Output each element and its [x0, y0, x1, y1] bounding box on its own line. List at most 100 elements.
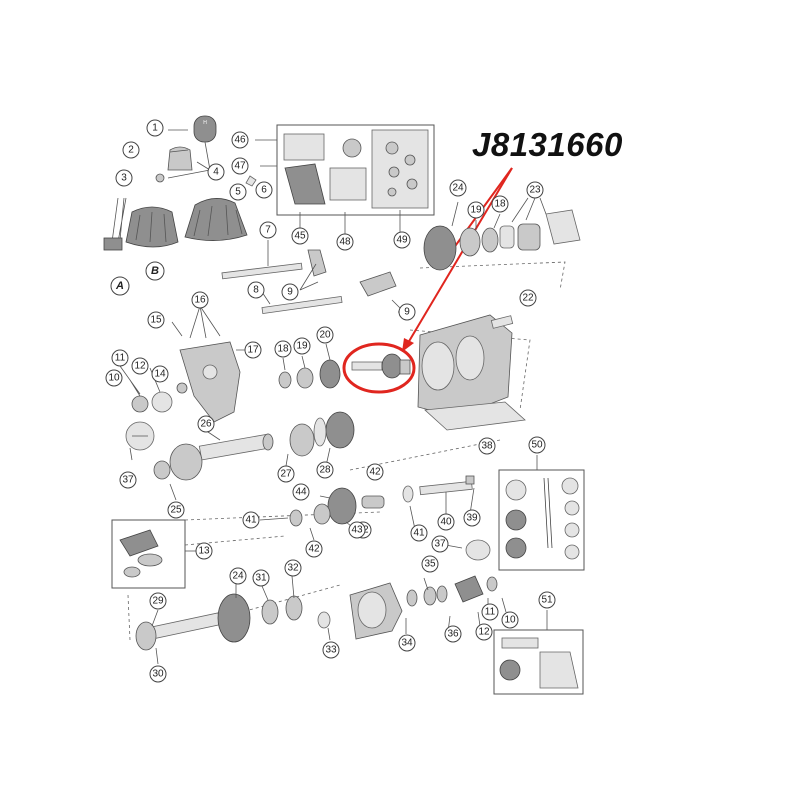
- bottom-shaft-group: [135, 575, 331, 665]
- callout-2: 2: [122, 141, 140, 159]
- svg-text:38: 38: [481, 441, 493, 452]
- shift-knob-group: H: [155, 115, 257, 187]
- callout-39: 39: [463, 509, 481, 527]
- svg-text:11: 11: [485, 607, 496, 618]
- svg-text:19: 19: [470, 205, 482, 216]
- svg-text:35: 35: [424, 559, 436, 570]
- callout-43: 43: [348, 521, 366, 539]
- part-number-label: J8131660: [472, 126, 623, 163]
- svg-text:48: 48: [339, 237, 351, 248]
- svg-text:46: 46: [234, 135, 246, 146]
- transfer-case-housing: [417, 314, 526, 431]
- callout-18a: 18: [274, 340, 292, 358]
- callout-42a: 42: [305, 540, 323, 558]
- callout-15: 15: [147, 311, 165, 329]
- svg-text:2: 2: [128, 145, 134, 156]
- svg-text:8: 8: [253, 285, 259, 296]
- callout-41b: 41: [410, 524, 428, 542]
- callout-48: 48: [336, 233, 354, 251]
- callout-5: 5: [229, 183, 247, 201]
- callout-45: 45: [291, 227, 309, 245]
- gasket-kit-box: [255, 124, 435, 238]
- kit-box-13: [111, 519, 196, 589]
- svg-text:30: 30: [152, 669, 164, 680]
- svg-text:3: 3: [121, 173, 127, 184]
- callout-37a: 37: [119, 471, 137, 489]
- flange-left: [119, 365, 188, 461]
- svg-text:41: 41: [245, 515, 257, 526]
- highlight-circle: [342, 342, 416, 394]
- callout-24b: 24: [229, 567, 247, 585]
- callout-35: 35: [421, 555, 439, 573]
- callout-13: 13: [195, 542, 213, 560]
- svg-text:40: 40: [440, 517, 452, 528]
- svg-text:33: 33: [325, 645, 337, 656]
- callout-letter-a: A: [110, 276, 130, 296]
- svg-text:B: B: [151, 265, 159, 277]
- callout-10b: 10: [501, 611, 519, 629]
- svg-text:37: 37: [434, 539, 446, 550]
- callout-46: 46: [231, 131, 249, 149]
- svg-text:42: 42: [369, 467, 381, 478]
- svg-text:41: 41: [413, 528, 425, 539]
- svg-text:A: A: [115, 280, 124, 292]
- svg-text:10: 10: [504, 615, 516, 626]
- callout-17: 17: [244, 341, 262, 359]
- callout-19b: 19: [467, 201, 485, 219]
- callout-28: 28: [316, 461, 334, 479]
- svg-text:43: 43: [351, 525, 363, 536]
- svg-text:18: 18: [494, 199, 506, 210]
- svg-text:51: 51: [541, 595, 553, 606]
- callout-38: 38: [478, 437, 496, 455]
- callout-8: 8: [247, 281, 265, 299]
- callout-31: 31: [252, 569, 270, 587]
- callout-12b: 12: [475, 623, 493, 641]
- shift-rails: [221, 240, 406, 314]
- callout-16: 16: [191, 291, 209, 309]
- pointer-arrowhead-shaft: [402, 338, 414, 352]
- svg-text:29: 29: [152, 596, 164, 607]
- callout-27: 27: [277, 465, 295, 483]
- svg-text:4: 4: [213, 167, 219, 178]
- callout-26: 26: [197, 415, 215, 433]
- callout-3: 3: [115, 169, 133, 187]
- callout-10a: 10: [105, 369, 123, 387]
- svg-text:19: 19: [296, 341, 308, 352]
- callout-51: 51: [538, 591, 556, 609]
- svg-text:12: 12: [134, 361, 146, 372]
- callout-letter-b: B: [145, 261, 165, 281]
- svg-text:22: 22: [522, 293, 534, 304]
- svg-text:44: 44: [295, 487, 307, 498]
- shift-housing: [171, 305, 246, 423]
- callout-18b: 18: [491, 195, 509, 213]
- callout-25: 25: [167, 501, 185, 519]
- shifter-boot-b: [125, 206, 179, 248]
- svg-text:37: 37: [122, 475, 134, 486]
- callout-12a: 12: [131, 357, 149, 375]
- svg-text:31: 31: [255, 573, 267, 584]
- svg-text:20: 20: [319, 330, 331, 341]
- callout-30: 30: [149, 665, 167, 683]
- callout-29: 29: [149, 592, 167, 610]
- pointer-arrow-shaft: [407, 167, 513, 344]
- callout-32: 32: [284, 559, 302, 577]
- callout-36: 36: [444, 625, 462, 643]
- svg-text:15: 15: [150, 315, 162, 326]
- callout-9b: 9: [398, 303, 416, 321]
- svg-text:34: 34: [401, 638, 413, 649]
- callout-34: 34: [398, 634, 416, 652]
- callout-42b: 42: [366, 463, 384, 481]
- svg-text:14: 14: [154, 369, 166, 380]
- output-housing: [349, 539, 507, 640]
- svg-text:6: 6: [261, 185, 267, 196]
- svg-text:1: 1: [152, 123, 158, 134]
- callout-23: 23: [526, 181, 544, 199]
- shifter-boot-5: [184, 198, 248, 241]
- callout-19a: 19: [293, 337, 311, 355]
- svg-text:42: 42: [308, 544, 320, 555]
- callout-14: 14: [151, 365, 169, 383]
- callout-7: 7: [259, 221, 277, 239]
- svg-text:36: 36: [447, 629, 459, 640]
- svg-text:7: 7: [265, 225, 271, 236]
